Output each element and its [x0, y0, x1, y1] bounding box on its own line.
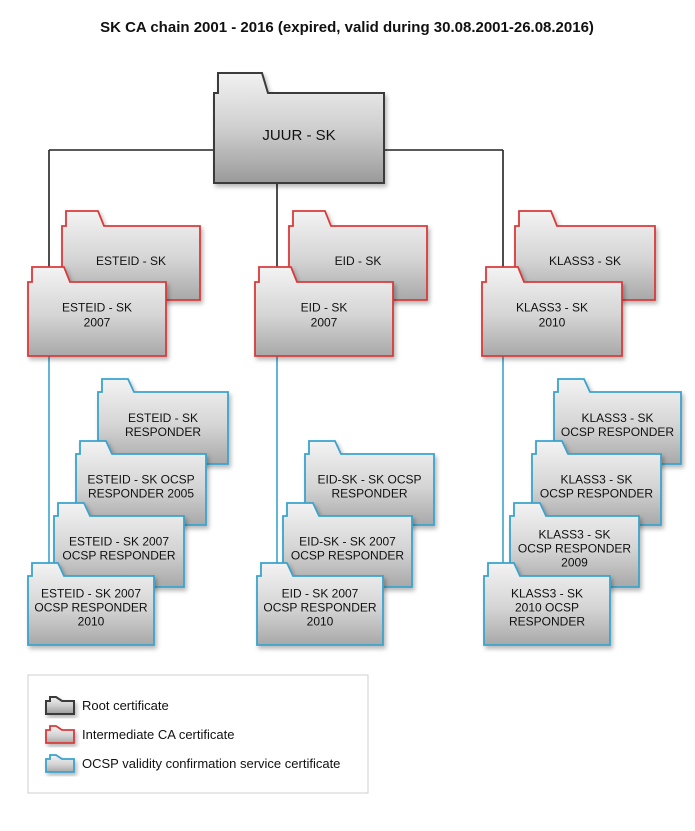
- ocsp-responder-3-3-label-line: OCSP RESPONDER: [518, 542, 631, 556]
- ocsp-responder-3-3-label-line: 2009: [561, 556, 588, 570]
- ocsp-responder-3-4-shape: [483, 562, 611, 646]
- intermediate-ca-old-1-label-line: ESTEID - SK: [96, 254, 166, 268]
- ocsp-responder-3-1-label-line: OCSP RESPONDER: [561, 425, 674, 439]
- ocsp-responder-1-1-label-line: RESPONDER: [125, 425, 201, 439]
- intermediate-ca-3-label-line: 2010: [539, 316, 566, 330]
- root-certificate-juur-sk-shape: [213, 72, 385, 184]
- ocsp-responder-1-2-label-line: RESPONDER 2005: [88, 487, 194, 501]
- legend-icon-ocsp: [45, 754, 75, 773]
- intermediate-ca-old-3: KLASS3 - SK: [514, 210, 656, 301]
- ocsp-responder-3-1-label-line: KLASS3 - SK: [581, 411, 653, 425]
- ocsp-responder-2-3-shape: [256, 562, 384, 646]
- ocsp-responder-2-2-label-line: EID-SK - SK 2007: [299, 535, 396, 549]
- ocsp-responder-1-2-label-line: ESTEID - SK OCSP: [87, 473, 194, 487]
- connector-lines: [48, 149, 504, 579]
- ocsp-responder-2-1-label-line: RESPONDER: [331, 487, 407, 501]
- legend-icon-root: [45, 696, 75, 715]
- intermediate-ca-old-2: EID - SK: [288, 210, 428, 301]
- ocsp-responder-2-3-label-line: EID - SK 2007: [282, 587, 359, 601]
- intermediate-ca-1-label-line: 2007: [84, 316, 111, 330]
- intermediate-ca-old-3-label-line: KLASS3 - SK: [549, 254, 621, 268]
- ocsp-responder-2-3-label-line: 2010: [307, 615, 334, 629]
- intermediate-ca-2-shape: [254, 266, 394, 357]
- ocsp-responder-1-4-label-line: 2010: [78, 615, 105, 629]
- ocsp-responder-1-3-label-line: OCSP RESPONDER: [62, 549, 175, 563]
- legend-label-ocsp: OCSP validity confirmation service certi…: [82, 756, 340, 771]
- legend-box: [27, 674, 369, 794]
- ocsp-responder-3-4-label-line: RESPONDER: [509, 615, 585, 629]
- legend-icon-root-shape: [45, 696, 75, 715]
- intermediate-ca-old-2-label-line: EID - SK: [335, 254, 382, 268]
- ocsp-responder-1-4-shape: [27, 562, 155, 646]
- intermediate-ca-2-label-line: 2007: [311, 316, 338, 330]
- ocsp-responder-3-4-label-line: 2010 OCSP: [515, 601, 579, 615]
- ocsp-responder-1-4-label-line: OCSP RESPONDER: [34, 601, 147, 615]
- intermediate-ca-3-shape: [481, 266, 623, 357]
- intermediate-ca-1-shape: [27, 266, 167, 357]
- diagram-title: SK CA chain 2001 - 2016 (expired, valid …: [100, 19, 594, 36]
- ocsp-responder-3-3-label-line: KLASS3 - SK: [538, 528, 610, 542]
- ocsp-responder-2-3-label-line: OCSP RESPONDER: [263, 601, 376, 615]
- intermediate-ca-2-label-line: EID - SK: [301, 301, 348, 315]
- legend-icon-intermediate: [45, 725, 75, 744]
- ocsp-responder-3-2-label-line: KLASS3 - SK: [560, 473, 632, 487]
- ocsp-responder-1-4-label-line: ESTEID - SK 2007: [41, 587, 141, 601]
- intermediate-ca-3-label-line: KLASS3 - SK: [516, 301, 588, 315]
- ocsp-responder-3-4-label-line: KLASS3 - SK: [511, 587, 583, 601]
- legend-label-intermediate: Intermediate CA certificate: [82, 727, 234, 742]
- intermediate-ca-old-1: ESTEID - SK: [61, 210, 201, 301]
- ocsp-responder-2-2-label-line: OCSP RESPONDER: [291, 549, 404, 563]
- legend-label-root: Root certificate: [82, 698, 169, 713]
- root-certificate-juur-sk-label-line: JUUR - SK: [262, 127, 335, 144]
- ocsp-responder-1-1-label-line: ESTEID - SK: [128, 411, 198, 425]
- legend-icon-ocsp-shape: [45, 754, 75, 773]
- root-certificate-juur-sk: JUUR - SK: [213, 72, 385, 184]
- ocsp-responder-1-3-label-line: ESTEID - SK 2007: [69, 535, 169, 549]
- ocsp-responder-2-1-label-line: EID-SK - SK OCSP: [317, 473, 421, 487]
- legend-icon-intermediate-shape: [45, 725, 75, 744]
- intermediate-ca-1-label-line: ESTEID - SK: [62, 301, 132, 315]
- ocsp-responder-3-2-label-line: OCSP RESPONDER: [540, 487, 653, 501]
